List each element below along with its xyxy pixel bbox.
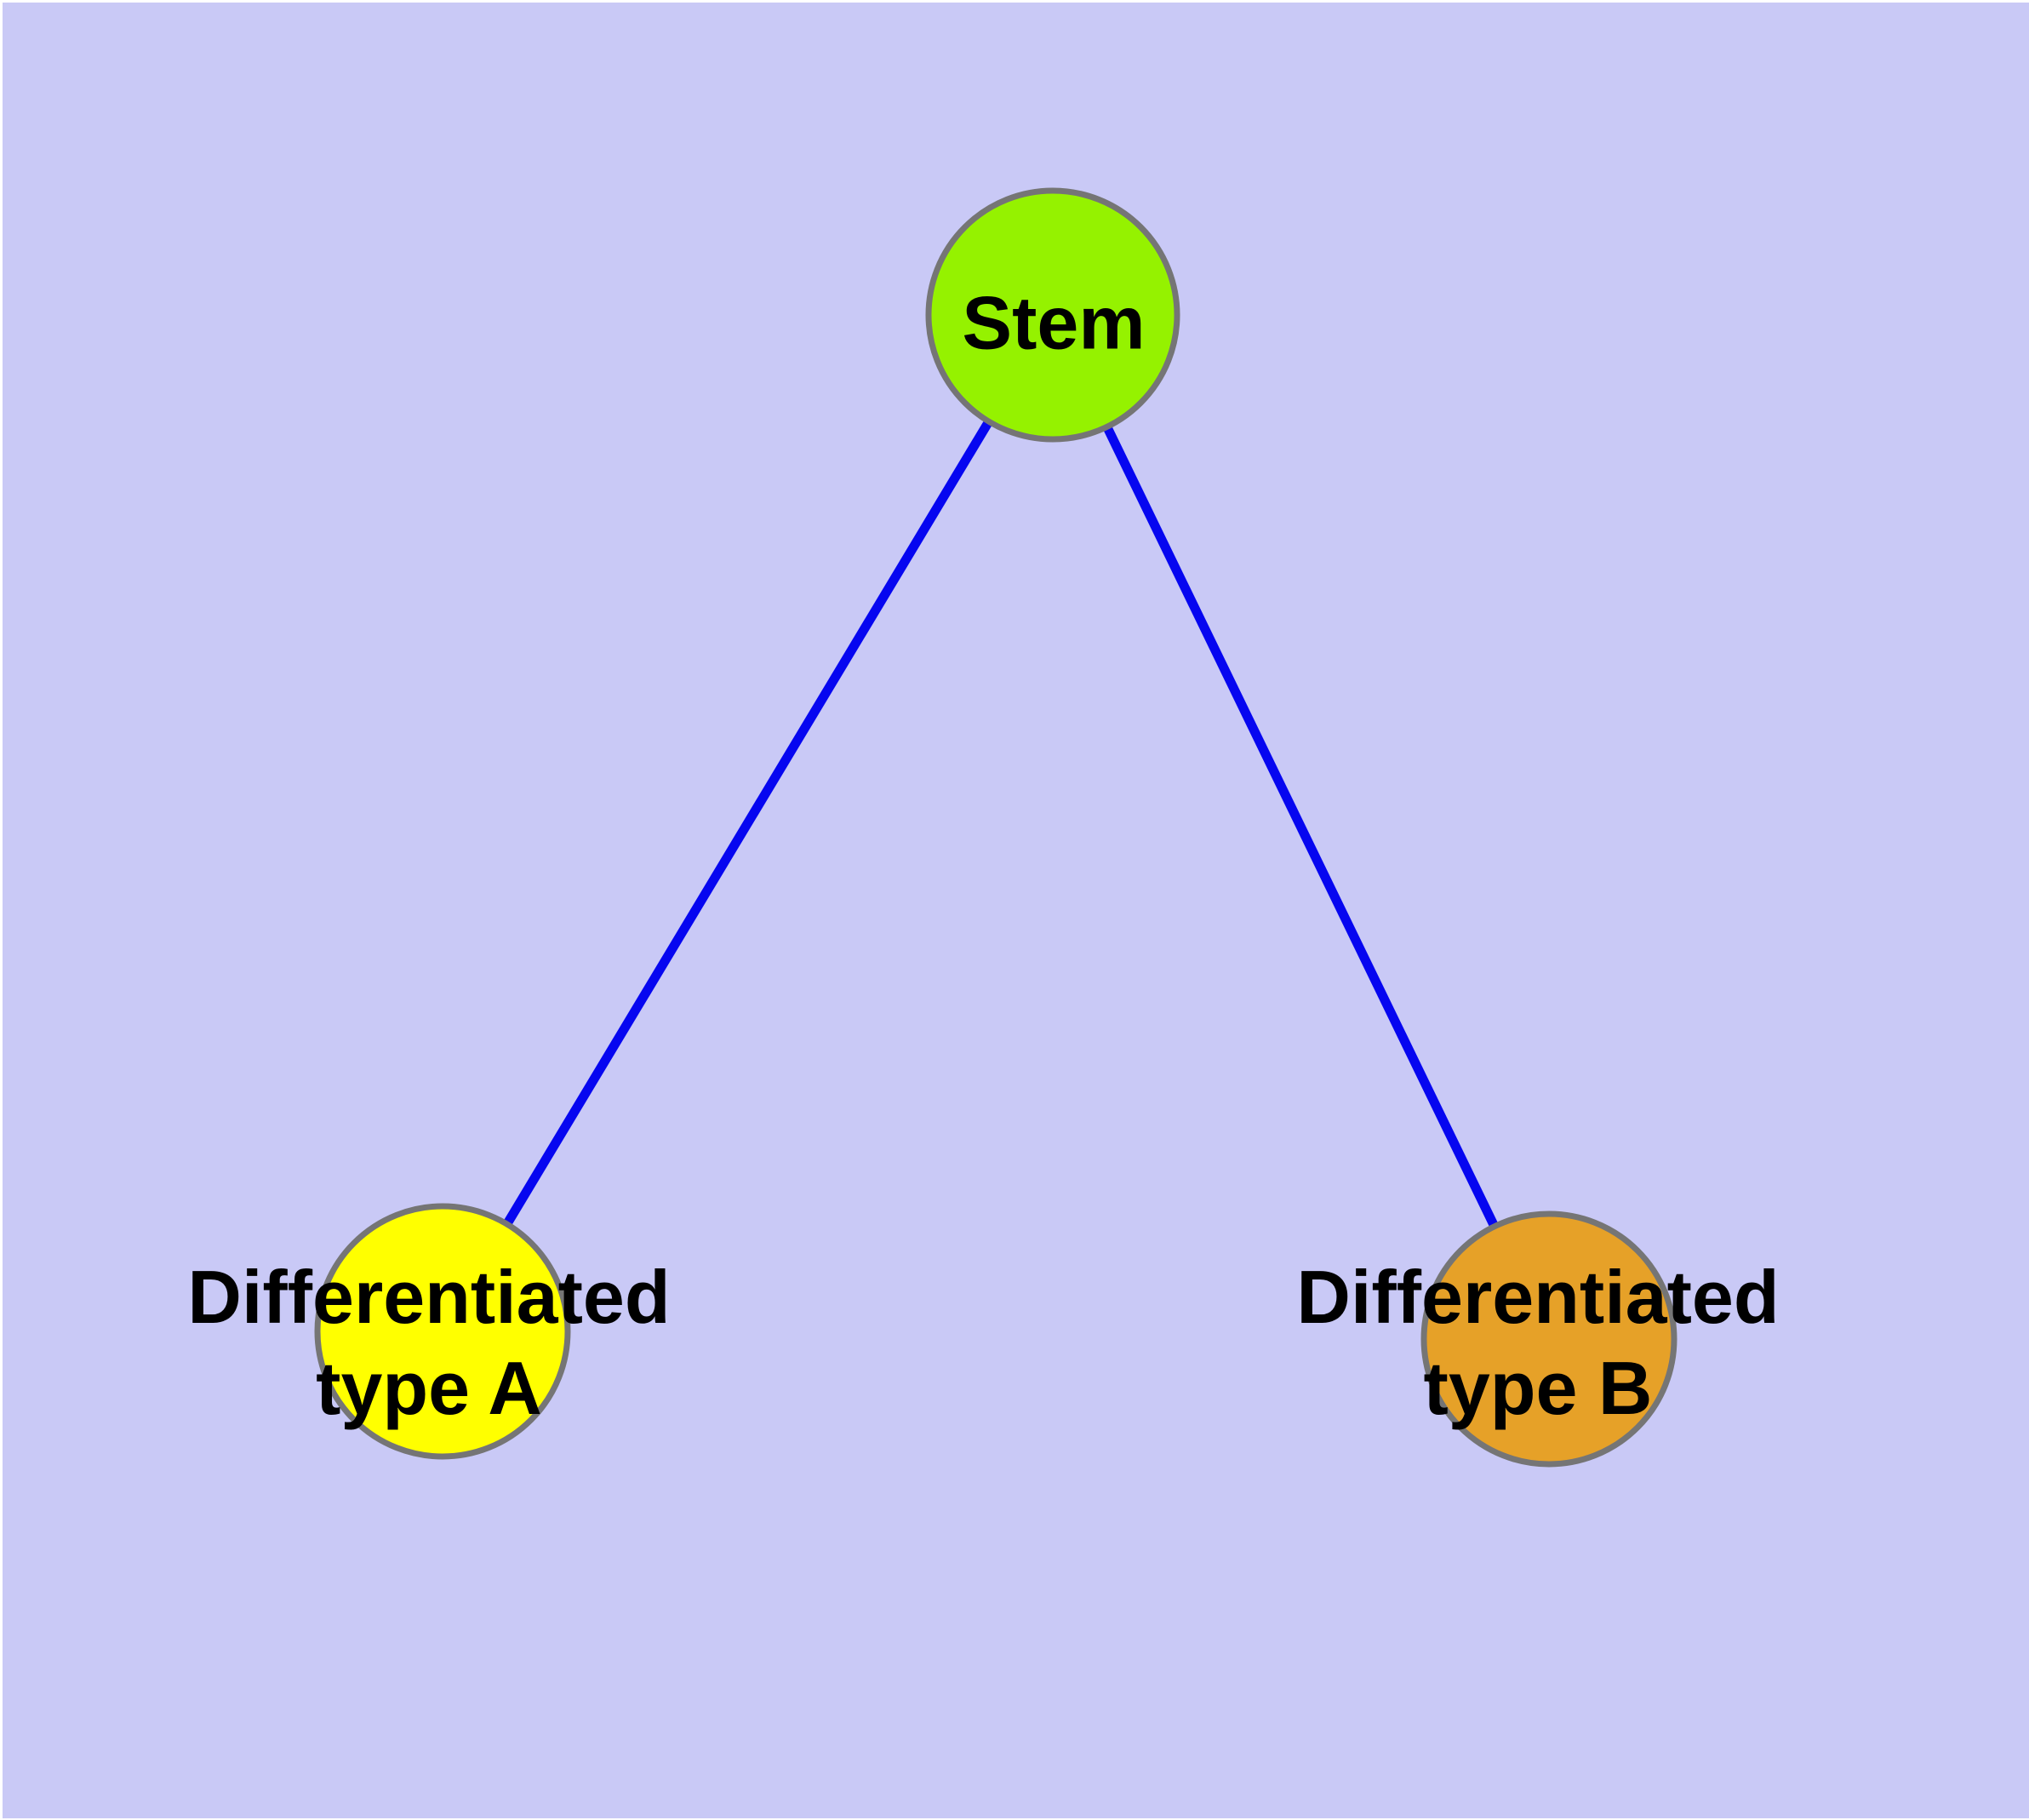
node-differentiated-type-b-label-line-1: Differentiated	[1296, 1255, 1780, 1339]
node-stem-circle	[925, 187, 1180, 443]
node-differentiated-type-a-label-line-1: Differentiated	[187, 1255, 671, 1339]
edge-stem-to-type-a	[438, 312, 1057, 1334]
node-differentiated-type-a-label: Differentiated type A	[187, 1251, 670, 1434]
node-differentiated-type-b-label: Differentiated type B	[1296, 1251, 1779, 1434]
node-stem-label-line: Stem	[962, 280, 1146, 365]
node-stem-label: Stem	[962, 278, 1145, 369]
node-differentiated-type-a-circle	[314, 1203, 571, 1460]
node-differentiated-type-a-label-line-2: type A	[316, 1346, 542, 1430]
node-differentiated-type-b-circle	[1420, 1210, 1677, 1468]
edge-stem-to-type-b	[1049, 312, 1553, 1342]
node-differentiated-type-b-label-line-2: type B	[1423, 1346, 1653, 1430]
